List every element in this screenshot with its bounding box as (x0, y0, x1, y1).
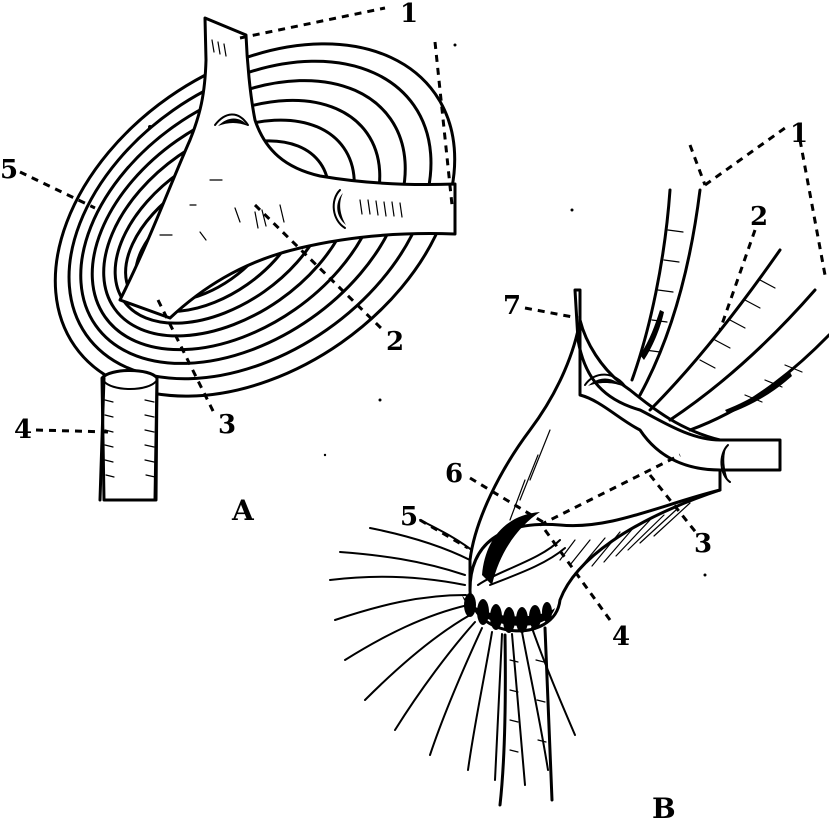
panel-b-leader-lines (419, 126, 827, 621)
panel-a-label-3: 3 (218, 410, 236, 440)
panel-a-label-4: 4 (14, 415, 32, 445)
panel-b-stem (498, 626, 554, 807)
panel-a-label-5: 5 (0, 155, 18, 185)
panel-b-radiating-fibres (329, 519, 576, 786)
panel-a-stem-fibre (98, 369, 159, 502)
panel-b-tufted-base (462, 593, 555, 633)
panel-b-label-6: 6 (445, 459, 463, 489)
ink-specks (148, 43, 707, 577)
panel-a-label-2: 2 (386, 327, 404, 357)
panel-b-label-4: 4 (612, 622, 630, 652)
panel-a-branching-fibre (118, 16, 457, 320)
panel-a-leader-lines (19, 6, 454, 434)
panel-b-label-7: 7 (503, 291, 521, 321)
panel-b-label-3: 3 (694, 529, 712, 559)
panel-b-label-1: 1 (790, 119, 808, 149)
panel-b-label-5: 5 (400, 502, 418, 532)
panel-a-caption: A (231, 494, 255, 527)
panel-b-cup (468, 318, 722, 633)
panel-b-caption: B (652, 792, 676, 824)
panel-a-label-1: 1 (400, 0, 418, 29)
panel-b-label-2: 2 (750, 202, 768, 232)
panel-a-drawing: 1 2 3 4 5 A (0, 0, 457, 527)
panel-b-drawing: 1 2 3 4 5 6 7 B (329, 119, 829, 824)
